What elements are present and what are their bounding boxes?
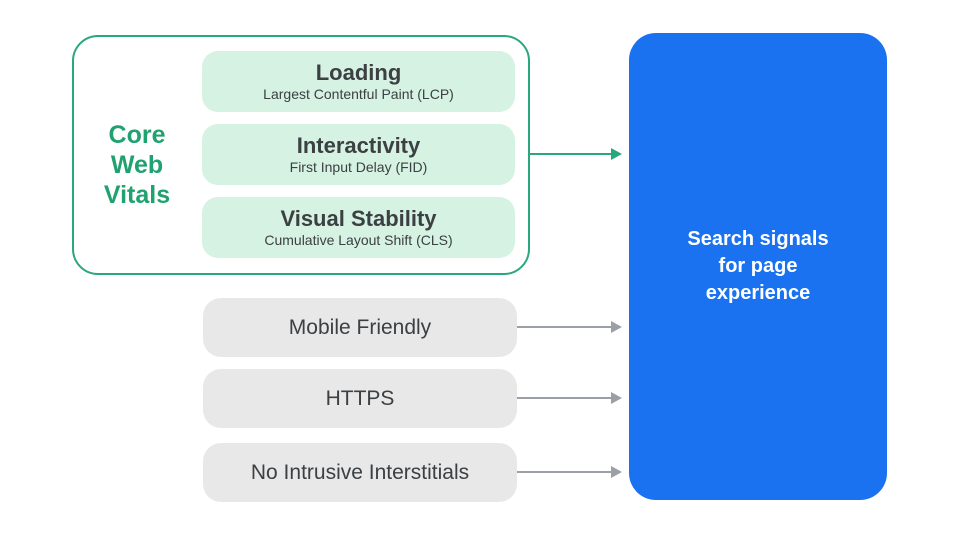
search-signals-label-line: for page [718, 255, 798, 277]
arrow-line [516, 397, 611, 399]
pill-interactivity-title: Interactivity [296, 133, 421, 158]
arrow-right-icon [611, 392, 622, 404]
arrow-right-icon [611, 148, 622, 160]
core-web-vitals-label-line: Vitals [103, 181, 171, 209]
search-signals-box: Search signals for page experience [629, 33, 887, 500]
pill-interactivity-subtitle: First Input Delay (FID) [289, 159, 428, 175]
pill-visual-stability-title: Visual Stability [280, 206, 437, 231]
pill-https-label: HTTPS [325, 387, 395, 410]
arrow-right-icon [611, 466, 622, 478]
arrow-interstitials-to-signals [516, 466, 622, 478]
core-web-vitals-label: Core Web Vitals [72, 120, 202, 210]
pill-visual-stability-subtitle: Cumulative Layout Shift (CLS) [264, 232, 453, 248]
pill-loading: Loading Largest Contentful Paint (LCP) [202, 51, 515, 112]
arrow-mobile-friendly-to-signals [516, 321, 622, 333]
pill-loading-title: Loading [315, 60, 402, 85]
pill-interactivity: Interactivity First Input Delay (FID) [202, 124, 515, 185]
core-web-vitals-label-line: Web [110, 151, 164, 179]
pill-loading-subtitle: Largest Contentful Paint (LCP) [263, 86, 454, 102]
pill-visual-stability: Visual Stability Cumulative Layout Shift… [202, 197, 515, 258]
arrow-line [516, 471, 611, 473]
arrow-line [516, 326, 611, 328]
search-signals-label-line: Search signals [687, 228, 829, 250]
pill-mobile-friendly-label: Mobile Friendly [288, 316, 432, 339]
pill-https: HTTPS [203, 369, 517, 428]
search-signals-label-line: experience [705, 282, 811, 304]
pill-no-intrusive-interstitials-label: No Intrusive Interstitials [250, 461, 470, 484]
pill-mobile-friendly: Mobile Friendly [203, 298, 517, 357]
pill-no-intrusive-interstitials: No Intrusive Interstitials [203, 443, 517, 502]
arrow-line [529, 153, 611, 155]
core-web-vitals-label-line: Core [108, 121, 166, 149]
arrow-right-icon [611, 321, 622, 333]
arrow-core-web-vitals-to-signals [529, 148, 622, 160]
arrow-https-to-signals [516, 392, 622, 404]
